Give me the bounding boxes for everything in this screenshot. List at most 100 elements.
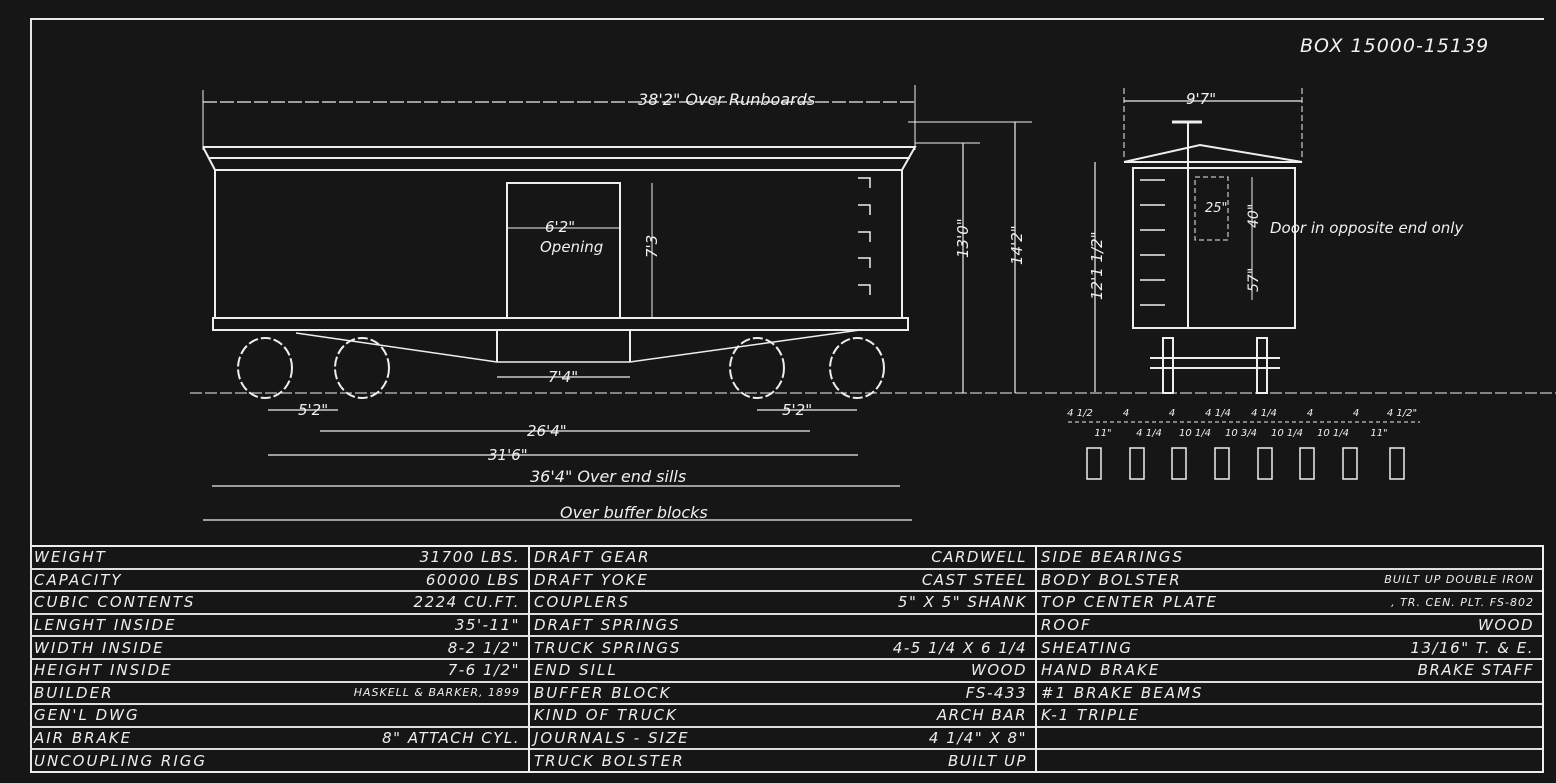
end-body bbox=[1132, 167, 1296, 329]
spacing-label: 4 1/4 bbox=[1136, 428, 1162, 439]
spec-row: TRUCK BOLSTER BUILT UP bbox=[530, 750, 1035, 771]
wheel bbox=[829, 337, 885, 399]
spec-value: 4-5 1/4 x 6 1/4 bbox=[892, 638, 1027, 657]
dim-height-top: 14'2" bbox=[1008, 225, 1026, 265]
spec-label: DRAFT SPRINGS bbox=[534, 616, 681, 635]
spacing-label: 4 1/4 bbox=[1251, 408, 1277, 419]
spacing-label: 4 bbox=[1169, 408, 1175, 419]
spec-label: CUBIC CONTENTS bbox=[34, 593, 196, 612]
dim-truss-width: 7'4" bbox=[548, 368, 578, 386]
spec-label: K-1 TRIPLE bbox=[1041, 706, 1140, 725]
spacing-label: 11" bbox=[1370, 428, 1387, 439]
spec-label: WIDTH INSIDE bbox=[34, 638, 165, 657]
spacing-label: 4 1/2" bbox=[1387, 408, 1417, 419]
spacing-label: 4 bbox=[1123, 408, 1129, 419]
spec-row: JOURNALS - SIZE 4 1/4" x 8" bbox=[530, 728, 1035, 751]
spacing-label: 10 3/4 bbox=[1225, 428, 1257, 439]
spec-value: 60000 LBS bbox=[425, 570, 520, 589]
spec-label: WEIGHT bbox=[34, 548, 107, 567]
dim-end-height: 12'1 1/2" bbox=[1088, 231, 1106, 300]
spec-label: TRUCK SPRINGS bbox=[534, 638, 682, 657]
spacing-label: 4 bbox=[1307, 408, 1313, 419]
spec-row: COUPLERS 5" x 5" SHANK bbox=[530, 592, 1035, 615]
end-roof bbox=[1123, 143, 1303, 163]
spec-value: , TR. CEN. PLT. FS-802 bbox=[1391, 595, 1534, 609]
tie-block bbox=[1257, 447, 1273, 480]
spacing-label: 10 1/4 bbox=[1179, 428, 1211, 439]
wheel bbox=[729, 337, 785, 399]
spec-label: JOURNALS - SIZE bbox=[534, 729, 690, 748]
spec-label: TRUCK BOLSTER bbox=[534, 751, 685, 770]
spec-value: 35'-11" bbox=[454, 616, 520, 635]
spec-label: #1 BRAKE BEAMS bbox=[1041, 683, 1204, 702]
spec-label: CAPACITY bbox=[34, 570, 123, 589]
spec-label: HEIGHT INSIDE bbox=[34, 661, 173, 680]
spec-label: BUFFER BLOCK bbox=[534, 683, 672, 702]
spec-row: LENGHT INSIDE 35'-11" bbox=[30, 615, 528, 638]
wheel bbox=[237, 337, 293, 399]
boxcar-drawing: BOX 15000-15139 38'2" Over Runboards 6'2… bbox=[190, 35, 1556, 522]
spec-label: COUPLERS bbox=[534, 593, 631, 612]
spec-label: BUILDER bbox=[34, 683, 114, 702]
spec-label: LENGHT INSIDE bbox=[34, 616, 177, 635]
spec-label: SIDE BEARINGS bbox=[1041, 548, 1184, 567]
spacing-label: 10 1/4 bbox=[1271, 428, 1303, 439]
side-view: 38'2" Over Runboards 6'2" Opening 7'3 7'… bbox=[190, 85, 1556, 522]
spec-row bbox=[1037, 728, 1542, 751]
spec-value: CAST STEEL bbox=[921, 570, 1027, 589]
spec-value: 8" ATTACH CYL. bbox=[382, 729, 520, 748]
drawing-frame bbox=[30, 18, 1544, 772]
tie-block bbox=[1214, 447, 1230, 480]
dim-end-door-height: 40" bbox=[1246, 204, 1262, 228]
spec-label: DRAFT YOKE bbox=[534, 570, 649, 589]
spec-value: 13/16" T. & E. bbox=[1410, 638, 1534, 657]
door-note: Door in opposite end only bbox=[1270, 219, 1464, 237]
spec-label: DRAFT GEAR bbox=[534, 548, 651, 567]
tie-block bbox=[1299, 447, 1315, 480]
spec-row: GEN'L DWG bbox=[30, 705, 528, 728]
truss-rods bbox=[295, 329, 861, 363]
dim-26-4: 26'4" bbox=[527, 422, 567, 440]
dim-wheelbase-left: 5'2" bbox=[298, 401, 328, 419]
tie-spacing-row: 4 1/2 11" 4 4 1/4 4 10 1/4 4 1/4 10 3/4 4 1/4 10 … bbox=[1067, 408, 1420, 439]
door-opening-label: Opening bbox=[540, 238, 603, 256]
dim-door-width: 6'2" bbox=[545, 218, 575, 236]
tie-block bbox=[1086, 447, 1102, 480]
ties bbox=[1086, 447, 1405, 480]
dim-end-door-bottom: 57" bbox=[1246, 268, 1262, 292]
spec-value: 5" x 5" SHANK bbox=[897, 593, 1027, 612]
spec-label: TOP CENTER PLATE bbox=[1041, 593, 1218, 612]
dim-wheelbase-right: 5'2" bbox=[782, 401, 812, 419]
tie-block bbox=[1389, 447, 1405, 480]
tie-block bbox=[1171, 447, 1187, 480]
spec-value: WOOD bbox=[1478, 616, 1534, 635]
spacing-label: 4 1/4 bbox=[1205, 408, 1231, 419]
spec-row: TOP CENTER PLATE , TR. CEN. PLT. FS-802 bbox=[1037, 592, 1542, 615]
spec-row: DRAFT YOKE CAST STEEL bbox=[530, 570, 1035, 593]
spec-value: FS-433 bbox=[965, 683, 1027, 702]
dim-over-runboards: 38'2" Over Runboards bbox=[638, 90, 815, 109]
spec-row bbox=[1037, 750, 1542, 771]
spec-label: END SILL bbox=[534, 661, 618, 680]
dim-end-door-width: 25" bbox=[1205, 201, 1228, 216]
spec-label: GEN'L DWG bbox=[34, 706, 140, 725]
dim-end-width: 9'7" bbox=[1186, 90, 1216, 108]
spacing-label: 4 1/2 bbox=[1067, 408, 1093, 419]
spec-value: BUILT UP bbox=[948, 751, 1027, 770]
spec-value: 4 1/4" x 8" bbox=[928, 729, 1027, 748]
spacing-label: 10 1/4 bbox=[1317, 428, 1349, 439]
